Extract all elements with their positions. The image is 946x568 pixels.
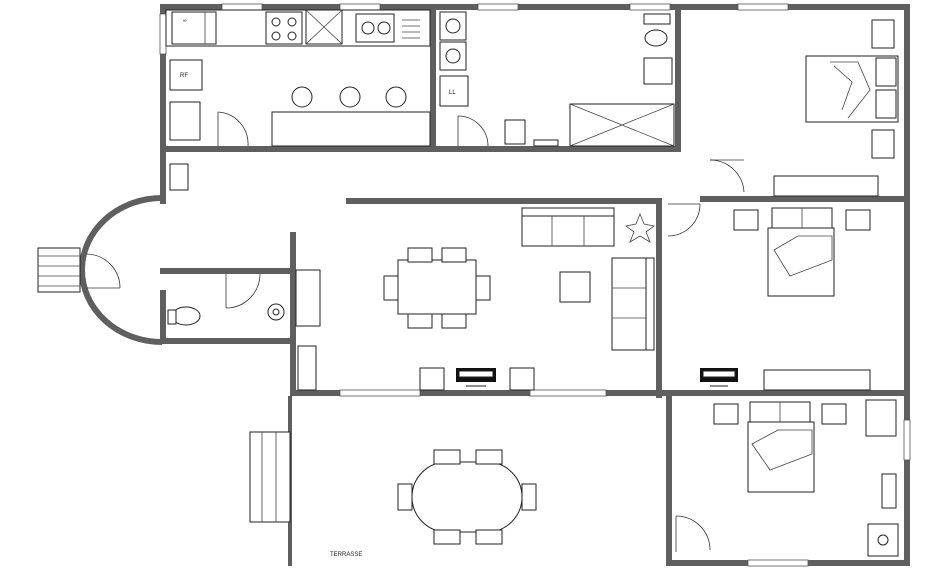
terrace: TERRASSE <box>249 431 537 558</box>
entry <box>37 247 121 293</box>
bedroom-1 <box>709 19 899 197</box>
bathroom: LL <box>439 11 675 147</box>
living-room <box>297 207 655 391</box>
terrace-label: TERRASSE <box>330 552 362 558</box>
wc <box>167 163 321 327</box>
windows <box>159 3 911 567</box>
bedroom-3 <box>675 399 899 557</box>
laundry-label: LL <box>449 90 456 96</box>
svg-text:∞: ∞ <box>183 18 187 24</box>
bedroom-2 <box>667 203 871 391</box>
kitchen: ∞ RF <box>165 9 431 147</box>
entry-arc-wall <box>79 195 163 345</box>
fridge-label: RF <box>180 73 188 79</box>
